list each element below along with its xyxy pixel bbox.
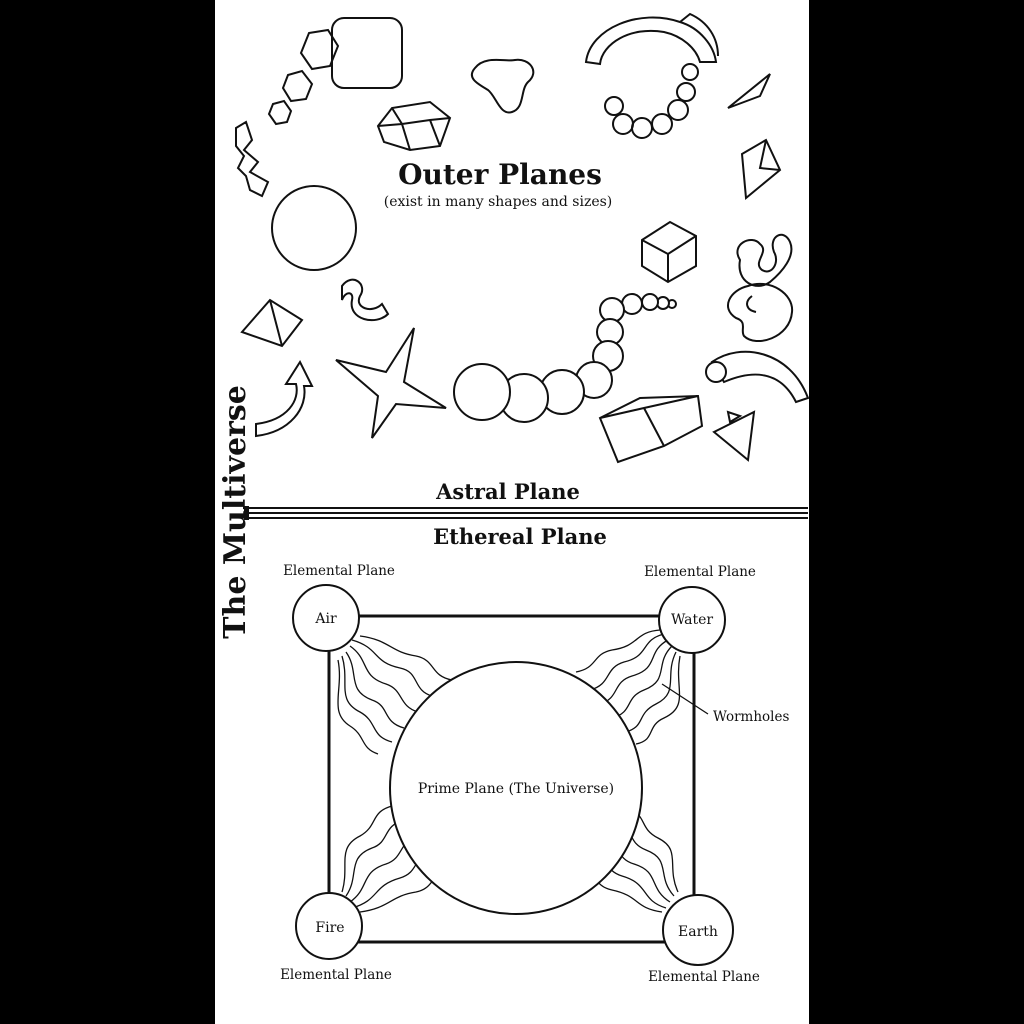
- outer-plane-squiggle: [736, 233, 793, 287]
- element-node-water-label: Water: [671, 612, 713, 628]
- prime-plane-circle: [389, 661, 643, 915]
- astral-ethereal-divider: [244, 506, 808, 520]
- astral-plane-label: Astral Plane: [435, 479, 580, 504]
- outer-plane-gem: [376, 100, 452, 152]
- outer-plane-circle: [271, 185, 357, 271]
- element-caption-air: Elemental Plane: [283, 563, 395, 579]
- element-node-water: Water: [658, 586, 726, 654]
- elemental-frame: [327, 614, 696, 944]
- element-node-air: Air: [292, 584, 360, 652]
- outer-plane-pyramid: [240, 298, 304, 348]
- outer-plane-bead-chain: [453, 293, 677, 423]
- outer-plane-hexagon-small: [267, 99, 293, 126]
- outer-plane-ribbon: [341, 278, 390, 322]
- outer-plane-box: [598, 394, 704, 464]
- outer-plane-horn-end: [705, 361, 727, 383]
- outer-planes-title: Outer Planes: [398, 158, 602, 191]
- outer-plane-hexagon-medium: [281, 69, 314, 103]
- outer-plane-gourd: [727, 282, 794, 342]
- outer-plane-shapes: [235, 12, 810, 464]
- wormhole-water: [575, 629, 681, 745]
- outer-plane-star: [335, 327, 447, 439]
- outer-plane-cube: [641, 220, 697, 284]
- element-caption-fire: Elemental Plane: [280, 967, 392, 983]
- outer-plane-blob: [470, 58, 535, 114]
- element-node-fire: Fire: [295, 892, 363, 960]
- outer-plane-curved-arrow: [255, 359, 314, 438]
- outer-plane-horn: [710, 350, 810, 404]
- outer-plane-hexagon-large: [299, 28, 340, 71]
- outer-plane-rounded-square: [331, 17, 403, 89]
- element-node-earth-label: Earth: [678, 924, 718, 940]
- outer-plane-arch: [584, 12, 719, 66]
- element-node-air-label: Air: [314, 611, 337, 627]
- wormhole-air: [337, 635, 453, 755]
- outer-planes-subtitle: (exist in many shapes and sizes): [384, 194, 613, 210]
- element-node-earth: Earth: [662, 894, 734, 966]
- outer-plane-triangle: [712, 410, 756, 462]
- element-node-fire-label: Fire: [315, 920, 344, 936]
- outer-plane-cone: [727, 73, 771, 109]
- element-caption-earth: Elemental Plane: [648, 969, 760, 985]
- element-caption-water: Elemental Plane: [644, 564, 756, 580]
- wormholes-label: Wormholes: [713, 709, 789, 725]
- outer-plane-bead-arc: [604, 63, 699, 139]
- outer-plane-kite: [740, 138, 782, 200]
- ethereal-plane-label: Ethereal Plane: [433, 524, 607, 549]
- outer-plane-zigzag: [235, 120, 270, 198]
- prime-plane-label: Prime Plane (The Universe): [418, 781, 614, 797]
- wormholes-leader-line: [661, 683, 709, 715]
